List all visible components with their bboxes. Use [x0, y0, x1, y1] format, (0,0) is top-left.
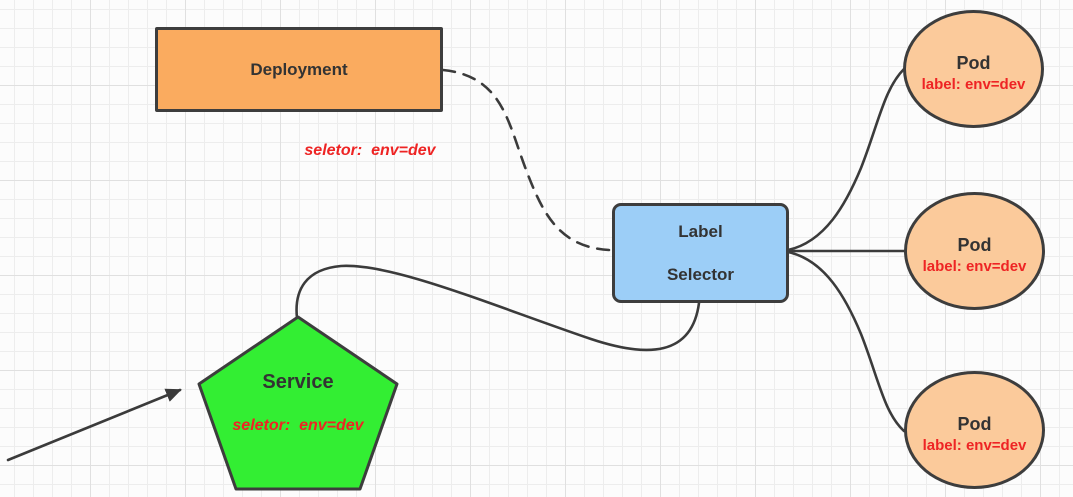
- service-label: Service: [262, 371, 334, 393]
- deployment-label: Deployment: [250, 59, 348, 79]
- edge-selector-to-pod-1: [786, 67, 906, 252]
- label-selector-node[interactable]: Label Selector: [612, 203, 789, 303]
- label-selector-line1: Label: [678, 222, 723, 241]
- pod-label: Pod: [956, 53, 991, 73]
- pod-label: Pod: [957, 414, 992, 434]
- service-selector-annotation: seletor: env=dev: [232, 417, 364, 434]
- label-selector-line2: Selector: [666, 265, 735, 284]
- deployment-selector-annotation: seletor: env=dev: [304, 142, 436, 159]
- edge-arrow-to-service: [6, 388, 182, 462]
- edge-selector-to-pod-3: [786, 250, 906, 433]
- pod-env-label: label: env=dev: [922, 437, 1027, 454]
- pod-label: Pod: [957, 235, 992, 255]
- pod-env-label: label: env=dev: [922, 258, 1027, 275]
- edge-deployment-to-selector: [441, 68, 611, 252]
- deployment-node[interactable]: Deployment: [155, 27, 443, 112]
- pod-node-3[interactable]: Pod label: env=dev: [904, 371, 1045, 489]
- service-node-text: Service seletor: env=dev: [198, 369, 398, 436]
- pod-node-2[interactable]: Pod label: env=dev: [904, 192, 1045, 310]
- pod-env-label: label: env=dev: [921, 76, 1026, 93]
- pod-node-1[interactable]: Pod label: env=dev: [903, 10, 1044, 128]
- service-pentagon-node[interactable]: [197, 315, 399, 491]
- edge-service-to-selector: [295, 264, 701, 352]
